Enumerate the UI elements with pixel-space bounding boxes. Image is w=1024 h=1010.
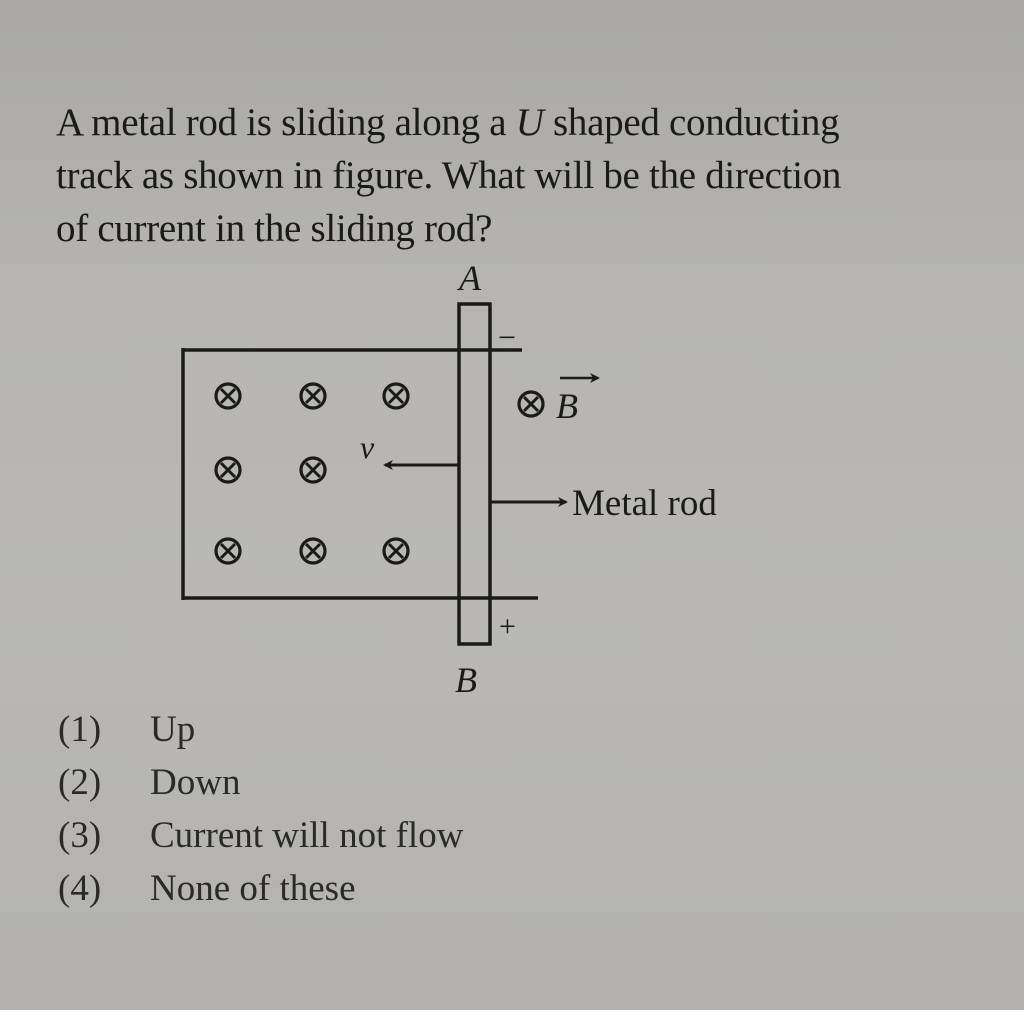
field-into-page-icon — [214, 537, 242, 565]
option-text: Current will not flow — [150, 815, 464, 856]
positive-sign: + — [499, 610, 516, 643]
option-text: Up — [150, 709, 196, 750]
rod-end-label-b: B — [455, 660, 477, 700]
question-line-1-end: shaped conducting — [543, 101, 840, 144]
option-text: None of these — [150, 868, 356, 909]
field-into-page-icon — [214, 456, 242, 484]
question-text: A metal rod is sliding along a U shaped … — [56, 96, 1016, 255]
u-shaped-track — [181, 348, 538, 600]
option-number: (2) — [58, 762, 102, 803]
option-2[interactable]: (2) Down — [58, 756, 463, 809]
negative-sign: − — [498, 319, 516, 355]
field-into-page-icon — [299, 537, 327, 565]
u-symbol: U — [515, 101, 544, 144]
question-line-1: A metal rod is sliding along a U shaped … — [56, 96, 1016, 149]
field-into-page-icon — [299, 382, 327, 410]
field-into-page-icon — [382, 382, 410, 410]
option-1[interactable]: (1) Up — [58, 703, 463, 756]
option-number: (4) — [58, 868, 102, 909]
field-legend-icon — [517, 390, 545, 418]
magnetic-field-markers — [214, 382, 410, 565]
field-into-page-icon — [382, 537, 410, 565]
option-4[interactable]: (4) None of these — [58, 862, 463, 915]
option-3[interactable]: (3) Current will not flow — [58, 809, 463, 862]
question-line-3: of current in the sliding rod? — [56, 207, 493, 250]
question-line-1-start: A metal rod is sliding along a — [56, 101, 516, 144]
metal-rod-label: Metal rod — [572, 483, 717, 524]
field-into-page-icon — [299, 456, 327, 484]
metal-rod — [457, 302, 492, 646]
velocity-label: v — [360, 429, 375, 465]
rod-end-label-a: A — [457, 258, 482, 298]
answer-options: (1) Up (2) Down (3) Current will not flo… — [58, 703, 463, 915]
option-text: Down — [150, 762, 241, 803]
field-into-page-icon — [214, 382, 242, 410]
option-number: (1) — [58, 709, 102, 750]
option-number: (3) — [58, 815, 102, 856]
question-line-2: track as shown in figure. What will be t… — [56, 154, 842, 197]
field-label: B — [556, 386, 578, 426]
